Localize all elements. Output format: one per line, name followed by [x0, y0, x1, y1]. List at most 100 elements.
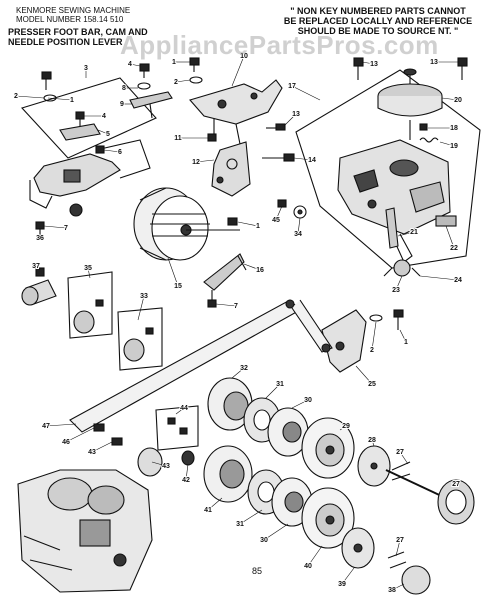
callout-leader [243, 263, 261, 271]
callout-leader [237, 221, 259, 227]
callout-leader [175, 79, 191, 83]
bracket-group-frame-right [295, 69, 481, 269]
callout-leader [175, 407, 185, 415]
presser-bar-part-47 [69, 299, 333, 433]
screw-part-45 [277, 199, 287, 208]
callout-leader [339, 425, 347, 431]
note-line-3: SHOULD BE MADE TO SOURCE NT. " [297, 26, 459, 36]
callout-leader [371, 439, 375, 447]
screw-part-18 [419, 123, 428, 131]
washer-part-2-top [189, 76, 203, 84]
callout-label-13: 13 [292, 111, 300, 118]
callout-leader [355, 365, 373, 385]
callout-label-43: 43 [88, 449, 96, 456]
lever-part-9 [129, 91, 173, 119]
machine-body-section [17, 469, 153, 593]
callout-label-39: 39 [338, 581, 346, 588]
callout-leader [137, 295, 145, 321]
callout-label-31: 31 [236, 521, 244, 528]
note-line-1: " NON KEY NUMBERED PARTS CANNOT [290, 6, 466, 16]
presser-bar-bracket [29, 139, 151, 217]
section-title-line-2: NEEDLE POSITION LEVER [8, 37, 123, 47]
callout-label-7: 7 [64, 225, 68, 232]
callout-leader [87, 267, 91, 279]
screw-part-6 [95, 145, 105, 154]
screw-part-46 [93, 423, 105, 432]
callout-label-32: 32 [240, 365, 248, 372]
callout-leader [275, 205, 283, 221]
callout-label-5: 5 [106, 131, 110, 138]
callout-leader [207, 497, 223, 511]
block-part-33 [117, 307, 163, 371]
callout-label-30: 30 [260, 537, 268, 544]
callout-leader [445, 225, 455, 249]
callout-leader [297, 217, 301, 235]
callout-leader [341, 567, 355, 585]
cam-part-28 [357, 445, 391, 487]
callout-leader [239, 509, 263, 525]
screw-group-44 [155, 405, 199, 451]
screw-part-13-mid [266, 123, 286, 131]
callout-leader [151, 461, 167, 467]
callout-leader [397, 231, 415, 237]
callout-leader [45, 423, 77, 427]
knob-part-38 [401, 565, 431, 595]
callout-label-2: 2 [14, 93, 18, 100]
callout-leader [399, 451, 409, 465]
section-title-line-1: PRESSER FOOT BAR, CAM AND [8, 27, 148, 37]
callout-leader [293, 157, 313, 161]
screw-part-13-left [353, 57, 364, 80]
plate-part-5 [59, 123, 101, 141]
callout-label-20: 20 [454, 97, 462, 104]
callout-label-1: 1 [404, 339, 408, 346]
callout-leader [419, 275, 459, 281]
cam-part-32 [207, 377, 253, 431]
callout-leader [291, 399, 309, 409]
cam-part-29 [301, 417, 355, 479]
callout-label-46: 46 [62, 439, 70, 446]
callout-label-9: 9 [120, 101, 124, 108]
callout-leader [97, 129, 109, 135]
callout-leader [307, 545, 323, 567]
callout-label-36: 36 [36, 235, 44, 242]
callout-label-34: 34 [294, 231, 302, 238]
callout-label-37: 37 [32, 263, 40, 270]
callout-label-35: 35 [84, 265, 92, 272]
callout-leader [167, 257, 179, 287]
callout-leader [283, 113, 297, 127]
callout-leader [439, 141, 455, 147]
screw-part-1 [41, 71, 52, 90]
screw-part-1-right [393, 309, 404, 330]
link-part-21 [385, 207, 399, 249]
callout-label-24: 24 [454, 277, 462, 284]
callout-label-2: 2 [370, 347, 374, 354]
bracket-part-25 [321, 309, 367, 373]
screw-part-4-top [139, 63, 150, 78]
block-part-22 [435, 215, 457, 227]
callout-leader [371, 321, 377, 351]
bracket-group-frame [21, 77, 157, 159]
block-part-37 [21, 267, 57, 306]
callout-label-2: 2 [174, 79, 178, 86]
screw-part-42 [181, 450, 195, 466]
callout-label-29: 29 [342, 423, 350, 430]
callout-label-47: 47 [42, 423, 50, 430]
callout-label-16: 16 [256, 267, 264, 274]
callout-leader [215, 303, 237, 307]
callout-label-18: 18 [450, 125, 458, 132]
callout-label-28: 28 [368, 437, 376, 444]
screw-part-34 [293, 205, 307, 219]
callout-leader [43, 225, 67, 229]
callout-label-1: 1 [256, 223, 260, 230]
cam-part-40 [301, 487, 355, 549]
callout-leader [395, 539, 401, 557]
callout-leader [291, 85, 321, 101]
callout-leader [399, 329, 407, 343]
watermark: AppliancePartsPros.com [120, 30, 439, 60]
callout-label-45: 45 [272, 217, 280, 224]
callout-label-10: 10 [240, 53, 248, 60]
callout-leader [195, 159, 215, 163]
callout-leader [231, 367, 245, 379]
callout-label-7: 7 [234, 303, 238, 310]
callout-leader [395, 275, 403, 291]
